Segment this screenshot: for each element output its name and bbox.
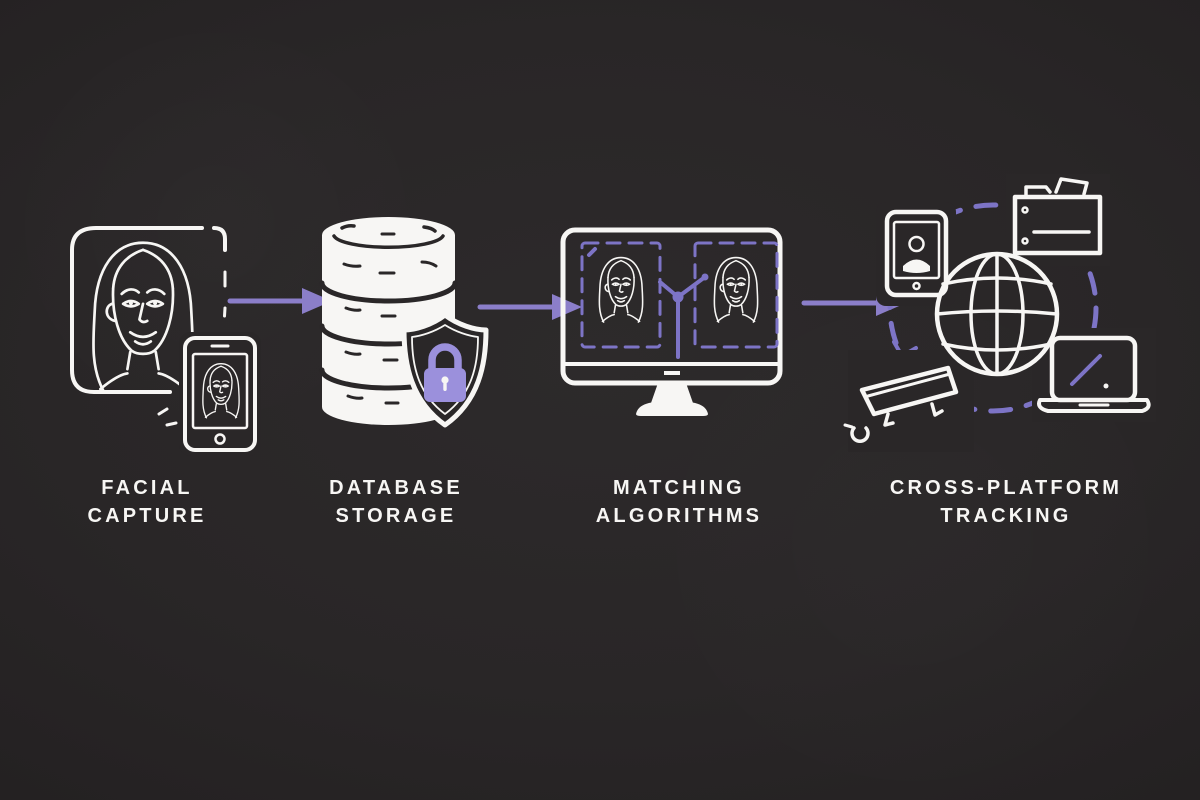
scan-frame-right-icon bbox=[693, 241, 779, 349]
monitor-icon bbox=[560, 227, 783, 416]
face-right-illustration bbox=[713, 256, 759, 323]
label-database-storage: DATABASE STORAGE bbox=[329, 474, 463, 530]
label-line: CROSS-PLATFORM bbox=[889, 477, 1123, 499]
file-folder-device-icon bbox=[1006, 174, 1110, 266]
label-line: STORAGE bbox=[335, 505, 457, 527]
flow-arrow-2 bbox=[477, 294, 582, 320]
padlock-icon bbox=[424, 343, 466, 402]
label-line: DATABASE bbox=[329, 477, 463, 499]
scan-frame-left-icon bbox=[580, 241, 662, 349]
woman-face-illustration bbox=[92, 241, 194, 392]
cctv-camera-device-icon bbox=[843, 350, 974, 452]
label-line: CAPTURE bbox=[87, 505, 207, 527]
label-line: MATCHING bbox=[613, 477, 745, 499]
label-cross-platform-tracking: CROSS-PLATFORM TRACKING bbox=[890, 474, 1122, 530]
database-storage-icon bbox=[319, 217, 489, 428]
match-connector-icon bbox=[658, 273, 709, 359]
facial-capture-icon bbox=[70, 226, 261, 456]
label-line: TRACKING bbox=[940, 505, 1072, 527]
shield-icon bbox=[401, 312, 489, 428]
label-matching-algorithms: MATCHING ALGORITHMS bbox=[596, 474, 762, 530]
smartphone-capture-icon bbox=[179, 332, 261, 456]
flow-arrow-1 bbox=[227, 288, 332, 314]
label-line: FACIAL bbox=[101, 477, 193, 499]
globe-icon bbox=[934, 251, 1060, 377]
cross-platform-tracking-icon bbox=[843, 174, 1156, 452]
matching-algorithms-icon bbox=[560, 227, 783, 416]
label-facial-capture: FACIAL CAPTURE bbox=[87, 474, 206, 530]
face-left-illustration bbox=[598, 256, 644, 323]
label-line: ALGORITHMS bbox=[595, 505, 763, 527]
sparkle-marks-icon bbox=[157, 407, 178, 427]
phone-device-icon bbox=[876, 202, 956, 306]
